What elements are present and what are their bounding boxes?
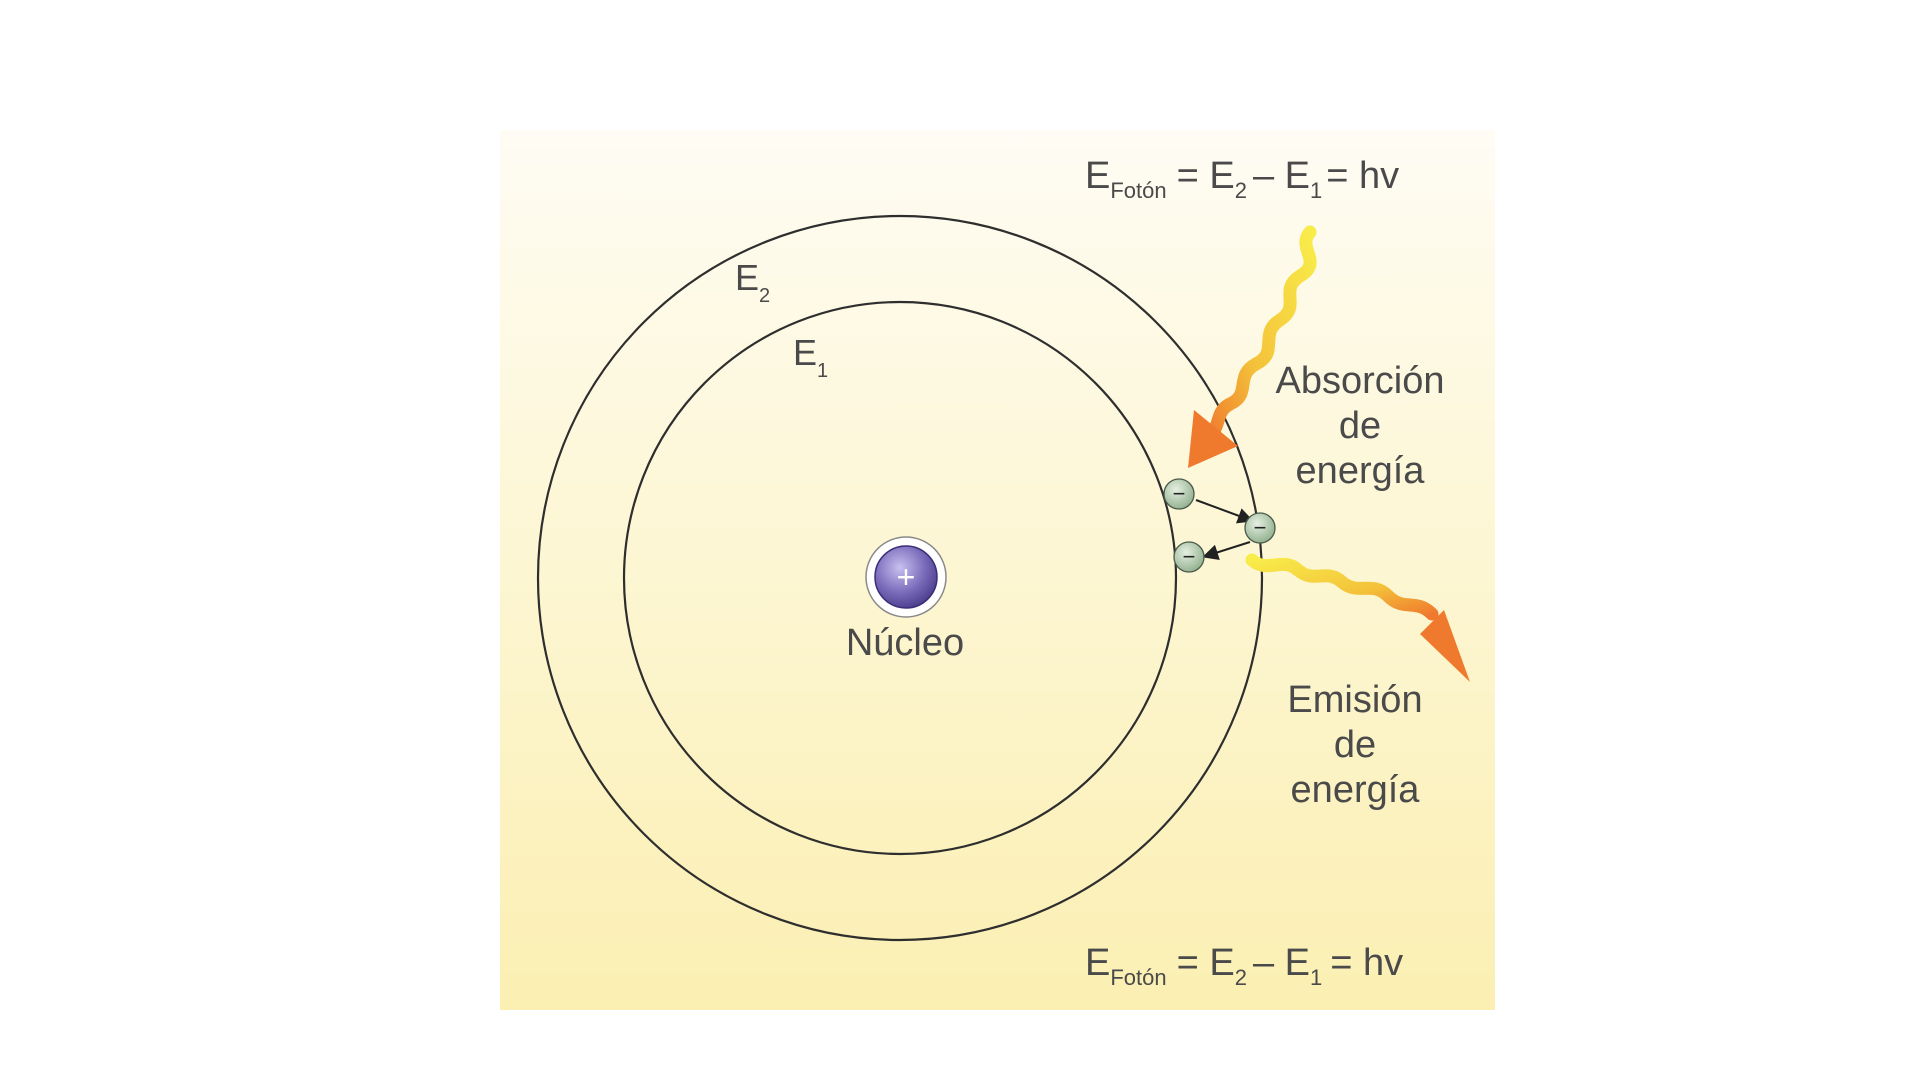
photon-energy-formula-top: EFotón= E2– E1= hv [1085, 155, 1399, 203]
emission-line-3: energía [1291, 769, 1421, 811]
photon-energy-formula-bottom: EFotón= E2– E1= hv [1085, 942, 1403, 990]
absorption-line-1: Absorción [1276, 360, 1445, 402]
electron-icon [1244, 512, 1276, 544]
photon-emission [1245, 553, 1470, 682]
orbit-inner-e1 [622, 300, 1178, 856]
photon-absorption [1188, 225, 1317, 468]
diagram-panel [500, 130, 1495, 1010]
electron-icon [1163, 478, 1195, 510]
electron-charge: − [1173, 481, 1186, 506]
absorption-wave [1201, 225, 1317, 443]
absorption-line-2: de [1339, 405, 1381, 447]
nucleus-label: Núcleo [846, 622, 964, 664]
nucleus: + [865, 536, 947, 618]
absorption-label: Absorción de energía [1276, 360, 1445, 492]
emission-line-1: Emisión [1287, 679, 1422, 721]
electron-ground-state: − [1163, 478, 1195, 510]
emission-label: Emisión de energía [1287, 679, 1422, 811]
electron-charge: − [1183, 544, 1196, 569]
transition-arrow-down [1202, 541, 1251, 560]
emission-arrowhead [1420, 610, 1470, 682]
nucleus-icon [874, 545, 938, 609]
orbit-outer-e2 [536, 214, 1264, 942]
electron-returned-state: − [1173, 541, 1205, 573]
emission-line-2: de [1334, 724, 1376, 766]
electron-charge: − [1254, 515, 1267, 540]
orbit-inner-label: E1 [793, 332, 828, 382]
orbit-outer-label: E2 [735, 257, 770, 307]
emission-wave [1245, 553, 1439, 621]
absorption-arrowhead [1188, 410, 1238, 468]
transition-arrow-up [1195, 499, 1254, 524]
electron-icon [1173, 541, 1205, 573]
absorption-line-3: energía [1296, 450, 1426, 492]
electron-excited-state: − [1244, 512, 1276, 544]
nucleus-charge: + [897, 559, 916, 595]
